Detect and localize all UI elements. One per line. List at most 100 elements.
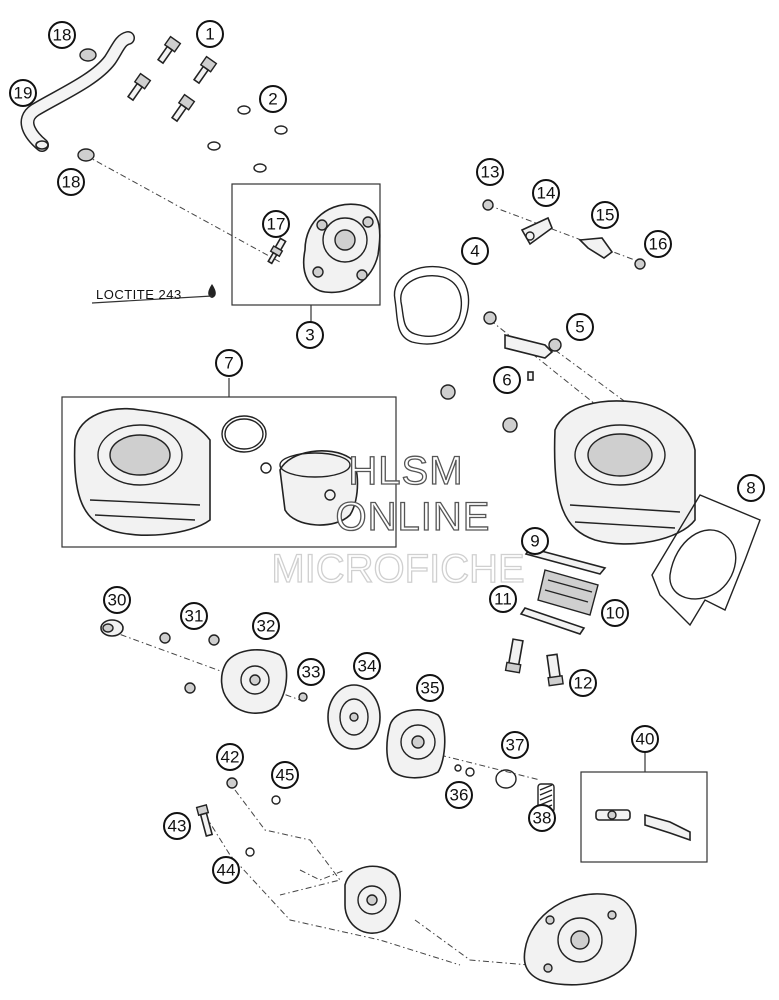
callout-2: 2 [259, 85, 287, 113]
control-housing-bottom [344, 865, 401, 934]
svg-text:4: 4 [470, 242, 479, 261]
watermark-line-3: MICROFICHE [271, 547, 524, 591]
washer-44 [245, 847, 255, 857]
svg-text:18: 18 [62, 173, 81, 192]
screw-set-1 [126, 35, 218, 123]
exhaust-control-cover [220, 649, 288, 714]
callout-8: 8 [737, 474, 765, 502]
cylinder [553, 400, 696, 545]
washer-set-36 [454, 764, 475, 777]
callout-14: 14 [532, 179, 560, 207]
svg-text:14: 14 [537, 184, 556, 203]
svg-text:35: 35 [421, 679, 440, 698]
watermark: HLSM ONLINE MICROFICHE [271, 448, 526, 591]
washer-45 [271, 795, 281, 805]
svg-text:32: 32 [257, 617, 276, 636]
callout-43: 43 [163, 812, 191, 840]
callout-15: 15 [591, 201, 619, 229]
svg-text:40: 40 [636, 730, 655, 749]
callout-10: 10 [601, 599, 629, 627]
svg-text:45: 45 [276, 766, 295, 785]
svg-text:2: 2 [268, 90, 277, 109]
piston-ring [221, 415, 267, 453]
svg-text:6: 6 [502, 371, 511, 390]
svg-text:19: 19 [14, 84, 33, 103]
svg-text:30: 30 [108, 591, 127, 610]
callout-6: 6 [493, 366, 521, 394]
nut-set-6 [440, 371, 534, 433]
callout-40: 40 [631, 725, 659, 753]
svg-text:7: 7 [224, 354, 233, 373]
callout-1: 1 [196, 20, 224, 48]
svg-text:42: 42 [221, 748, 240, 767]
bolt-set-12 [504, 638, 564, 687]
piston [279, 450, 359, 526]
washer-set-2 [207, 105, 288, 173]
screw-set-31 [159, 632, 220, 694]
svg-text:16: 16 [649, 235, 668, 254]
callout-16: 16 [644, 230, 672, 258]
base-gasket [651, 494, 761, 627]
bleed-screw [267, 237, 287, 265]
svg-text:9: 9 [530, 532, 539, 551]
callout-30: 30 [103, 586, 131, 614]
loctite-label: LOCTITE 243 [96, 287, 182, 302]
callout-35: 35 [416, 674, 444, 702]
callout-5: 5 [566, 313, 594, 341]
svg-text:15: 15 [596, 206, 615, 225]
callout-19: 19 [9, 79, 37, 107]
callout-32: 32 [252, 612, 280, 640]
callout-4: 4 [461, 237, 489, 265]
valve-rod [595, 809, 631, 821]
reed-block-10 [537, 569, 599, 616]
svg-text:5: 5 [575, 318, 584, 337]
callout-44: 44 [212, 856, 240, 884]
callout-7: 7 [215, 349, 243, 377]
svg-text:1: 1 [205, 25, 214, 44]
callout-38: 38 [528, 804, 556, 832]
cylinder-assembly-boxed [73, 408, 211, 536]
hose-clamp-lower [77, 148, 95, 162]
svg-text:36: 36 [450, 786, 469, 805]
valve-lever [644, 813, 691, 842]
callout-34: 34 [353, 652, 381, 680]
nut-13 [482, 199, 494, 211]
cylinder-head [303, 203, 381, 294]
cylinder-head-bottom [523, 893, 637, 986]
svg-text:17: 17 [267, 215, 286, 234]
callout-9: 9 [521, 527, 549, 555]
callout-37: 37 [501, 731, 529, 759]
callout-42: 42 [216, 743, 244, 771]
svg-text:11: 11 [494, 590, 512, 609]
nut-16 [634, 258, 646, 270]
bracket-14 [520, 216, 553, 246]
callout-36: 36 [445, 781, 473, 809]
svg-text:31: 31 [185, 607, 204, 626]
svg-text:33: 33 [302, 663, 321, 682]
bolt-43 [195, 804, 214, 837]
svg-text:38: 38 [533, 809, 552, 828]
watermark-line-2: ONLINE [336, 495, 491, 539]
callout-3: 3 [296, 321, 324, 349]
loctite-droplet-icon [208, 284, 216, 298]
screw-33 [298, 692, 308, 702]
svg-text:37: 37 [506, 736, 525, 755]
group-box-cylinder-piston [61, 378, 397, 548]
callout-45: 45 [271, 761, 299, 789]
svg-text:3: 3 [305, 326, 314, 345]
screw-42 [226, 777, 238, 789]
svg-text:10: 10 [606, 604, 625, 623]
callout-31: 31 [180, 602, 208, 630]
breather-hose [20, 31, 135, 152]
control-lever [483, 311, 562, 359]
svg-text:44: 44 [217, 861, 236, 880]
callout-18-upper: 18 [48, 21, 76, 49]
svg-text:43: 43 [168, 817, 187, 836]
watermark-line-1: HLSM [348, 449, 463, 493]
callout-13: 13 [476, 158, 504, 186]
callout-11: 11 [489, 585, 517, 613]
valve-housing [386, 709, 446, 779]
hose-clamp-upper [79, 48, 97, 62]
lever-15 [578, 237, 614, 259]
